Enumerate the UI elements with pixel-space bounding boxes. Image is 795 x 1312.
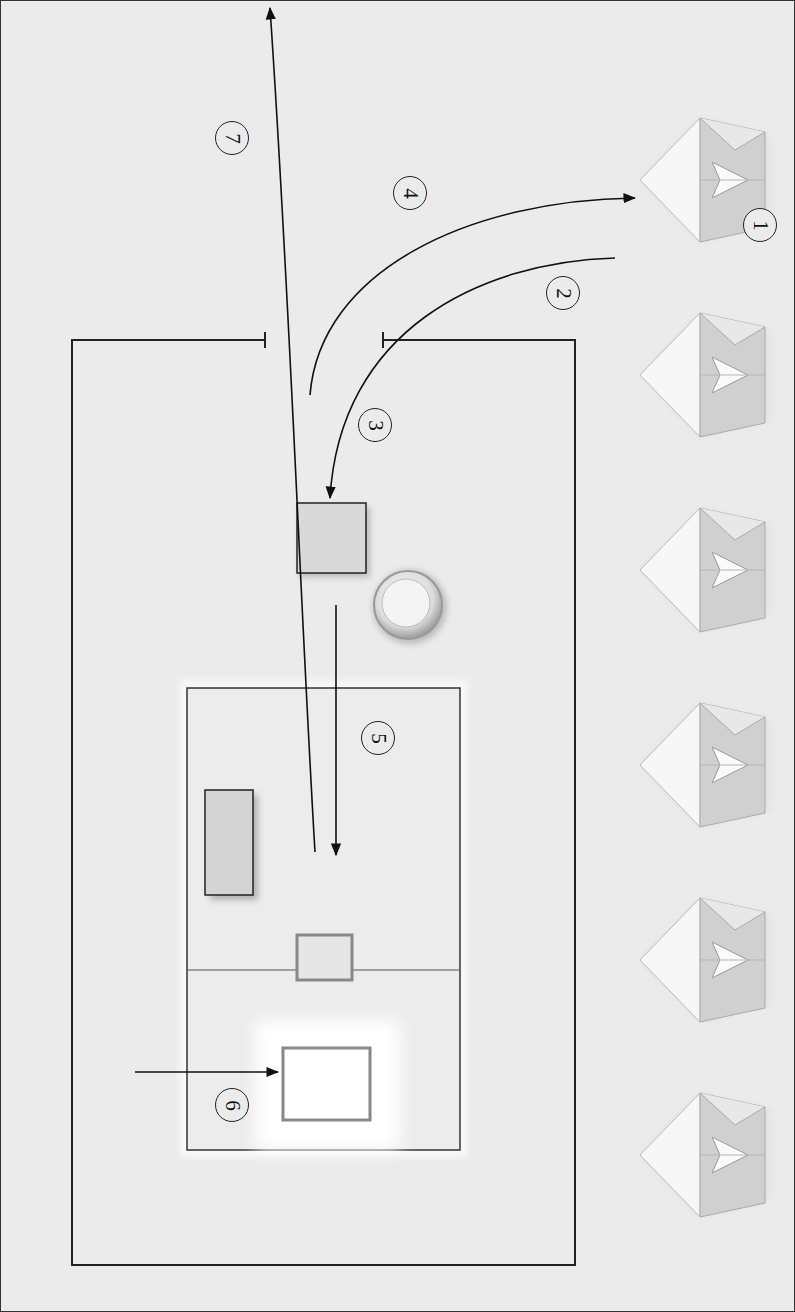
enclosure-fence [72,332,575,1265]
callout-text: 3 [365,420,386,431]
table-block [297,503,370,577]
callout-number: 6 [215,1088,249,1122]
flow-arrows [135,8,635,1072]
tent [640,1093,770,1217]
building [180,680,467,1157]
callout-number: 4 [393,176,427,210]
callout-text: 5 [368,733,389,744]
callout-text: 4 [400,188,421,199]
callout-text: 7 [222,133,243,144]
callout-number: 2 [546,276,580,310]
tent [640,118,770,242]
tent-row [640,118,770,1217]
callout-number: 7 [215,121,249,155]
tent [640,703,770,827]
callout-text: 1 [750,220,771,231]
callout-text: 6 [222,1100,243,1111]
tent [640,898,770,1022]
well-circle [373,570,447,644]
callout-text: 2 [553,288,574,299]
tent [640,313,770,437]
callout-number: 3 [358,408,392,442]
callout-number: 5 [361,721,395,755]
callout-number: 1 [743,208,777,242]
tent [640,508,770,632]
